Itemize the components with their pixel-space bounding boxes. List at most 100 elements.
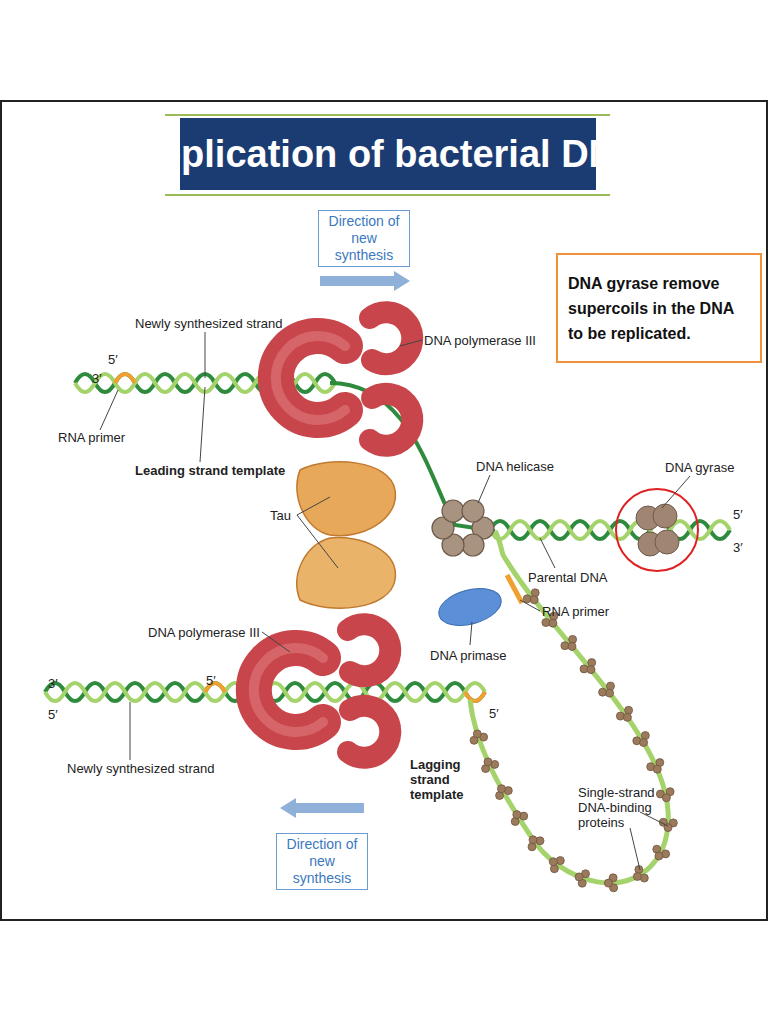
part-label: RNA primer — [58, 430, 125, 445]
dna-strand — [490, 521, 730, 539]
enzyme-label: DNA gyrase — [665, 460, 734, 475]
helicase-shape — [432, 500, 494, 556]
leader-line — [205, 332, 206, 378]
ssb-bead — [549, 858, 557, 866]
ssb-bead — [640, 739, 648, 747]
primase-shape — [435, 582, 506, 631]
highlight-circle — [616, 489, 698, 571]
gyrase-shape — [636, 504, 679, 556]
ssb-bead — [568, 642, 576, 650]
end-label: 5′ — [108, 352, 118, 367]
polymerase-highlight — [276, 336, 345, 420]
lagging-template-loop — [470, 531, 668, 883]
polymerase-clamp — [348, 706, 390, 758]
ssb-bead — [604, 879, 612, 887]
ssb-bead — [633, 873, 641, 881]
leader-lines — [100, 332, 690, 870]
part-label: Single-strand DNA-binding proteins — [578, 785, 682, 830]
polymerase-clamp — [370, 394, 412, 446]
strand-label: Lagging strand template — [410, 757, 476, 802]
part-label: RNA primer — [542, 604, 609, 619]
leader-line — [262, 632, 290, 652]
end-label: 3′ — [733, 540, 743, 555]
dna-polymerase-shape — [276, 312, 412, 445]
polymerase-clamp — [348, 624, 390, 676]
enzyme-label: DNA primase — [430, 648, 507, 663]
ssb-bead — [606, 689, 614, 697]
ssb-bead — [623, 713, 631, 721]
leader-line — [540, 538, 555, 568]
note-box: DNA gyrase remove supercoils in the DNA … — [556, 253, 762, 363]
dna-strand — [490, 521, 730, 539]
node-text: Direction of new synthesis — [323, 213, 405, 264]
rna-primer — [507, 575, 522, 603]
leader-line — [297, 515, 338, 568]
ssb-proteins — [470, 589, 677, 892]
direction-arrow — [280, 798, 364, 818]
leader-line — [130, 702, 131, 760]
leader-line — [400, 340, 422, 346]
part-label: Tau — [270, 508, 291, 523]
leader-line — [630, 828, 640, 870]
leader-line — [100, 390, 118, 430]
helicase-subunit — [442, 500, 464, 522]
ssb-bead — [587, 666, 595, 674]
dna-polymerase-shape — [254, 624, 390, 757]
end-label: 3′ — [92, 371, 102, 386]
end-label: 5′ — [48, 707, 58, 722]
ssb-bead — [549, 619, 557, 627]
ssb-bead — [655, 852, 663, 860]
leader-line — [662, 476, 690, 508]
leader-line — [297, 497, 330, 515]
strand-label: Leading strand template — [135, 463, 285, 478]
frame — [1, 101, 767, 920]
rna-primer — [115, 374, 135, 383]
direction-box: Direction of new synthesis — [276, 833, 368, 890]
gyrase-subunit — [655, 530, 679, 554]
ssb-bead — [530, 596, 538, 604]
end-label: 5′ — [733, 507, 743, 522]
title-banner: Replication of bacterial DNA — [180, 118, 596, 190]
rna-primer — [465, 692, 485, 701]
node-content: Direction of new synthesis — [281, 836, 363, 887]
end-label: 3′ — [48, 676, 58, 691]
enzyme-label: DNA polymerase III — [424, 333, 536, 348]
node-text: Direction of new synthesis — [281, 836, 363, 887]
leader-line — [520, 600, 540, 611]
enzyme-label: DNA helicase — [476, 459, 554, 474]
node-content: DNA gyrase remove supercoils in the DNA … — [568, 271, 750, 346]
polymerase-clamp — [254, 648, 323, 732]
strand-label: Newly synthesized strand — [67, 761, 214, 776]
leader-line — [470, 622, 472, 645]
part-label: Parental DNA — [528, 570, 607, 585]
direction-box: Direction of new synthesis — [318, 210, 410, 267]
ssb-bead — [498, 785, 506, 793]
polymerase-clamp — [276, 336, 345, 420]
polymerase-clamp — [370, 312, 412, 364]
title-text: Replication of bacterial DNA — [133, 133, 644, 176]
ssb-bead — [575, 873, 583, 881]
node-text: DNA gyrase remove supercoils in the DNA … — [568, 271, 750, 346]
direction-arrow — [320, 271, 410, 291]
leader-line — [200, 387, 205, 462]
ssb-bead — [653, 765, 661, 773]
gyrase-subunit — [653, 504, 677, 528]
strand-label: Newly synthesized strand — [135, 316, 282, 331]
title-rule — [165, 194, 610, 196]
ssb-bead — [484, 758, 492, 766]
title-rule — [165, 114, 610, 116]
ssb-bead — [473, 730, 481, 738]
ssb-bead — [662, 794, 670, 802]
leader-line — [478, 475, 490, 503]
helicase-subunit — [462, 500, 484, 522]
ssb-bead — [529, 836, 537, 844]
end-label: 5′ — [206, 673, 216, 688]
polymerase-highlight — [254, 648, 323, 732]
node-content: Direction of new synthesis — [323, 213, 405, 264]
ssb-bead — [513, 811, 521, 819]
tau-protein — [297, 462, 396, 536]
end-label: 5′ — [489, 706, 499, 721]
enzyme-label: DNA polymerase III — [148, 625, 260, 640]
helicase-subunit — [462, 534, 484, 556]
